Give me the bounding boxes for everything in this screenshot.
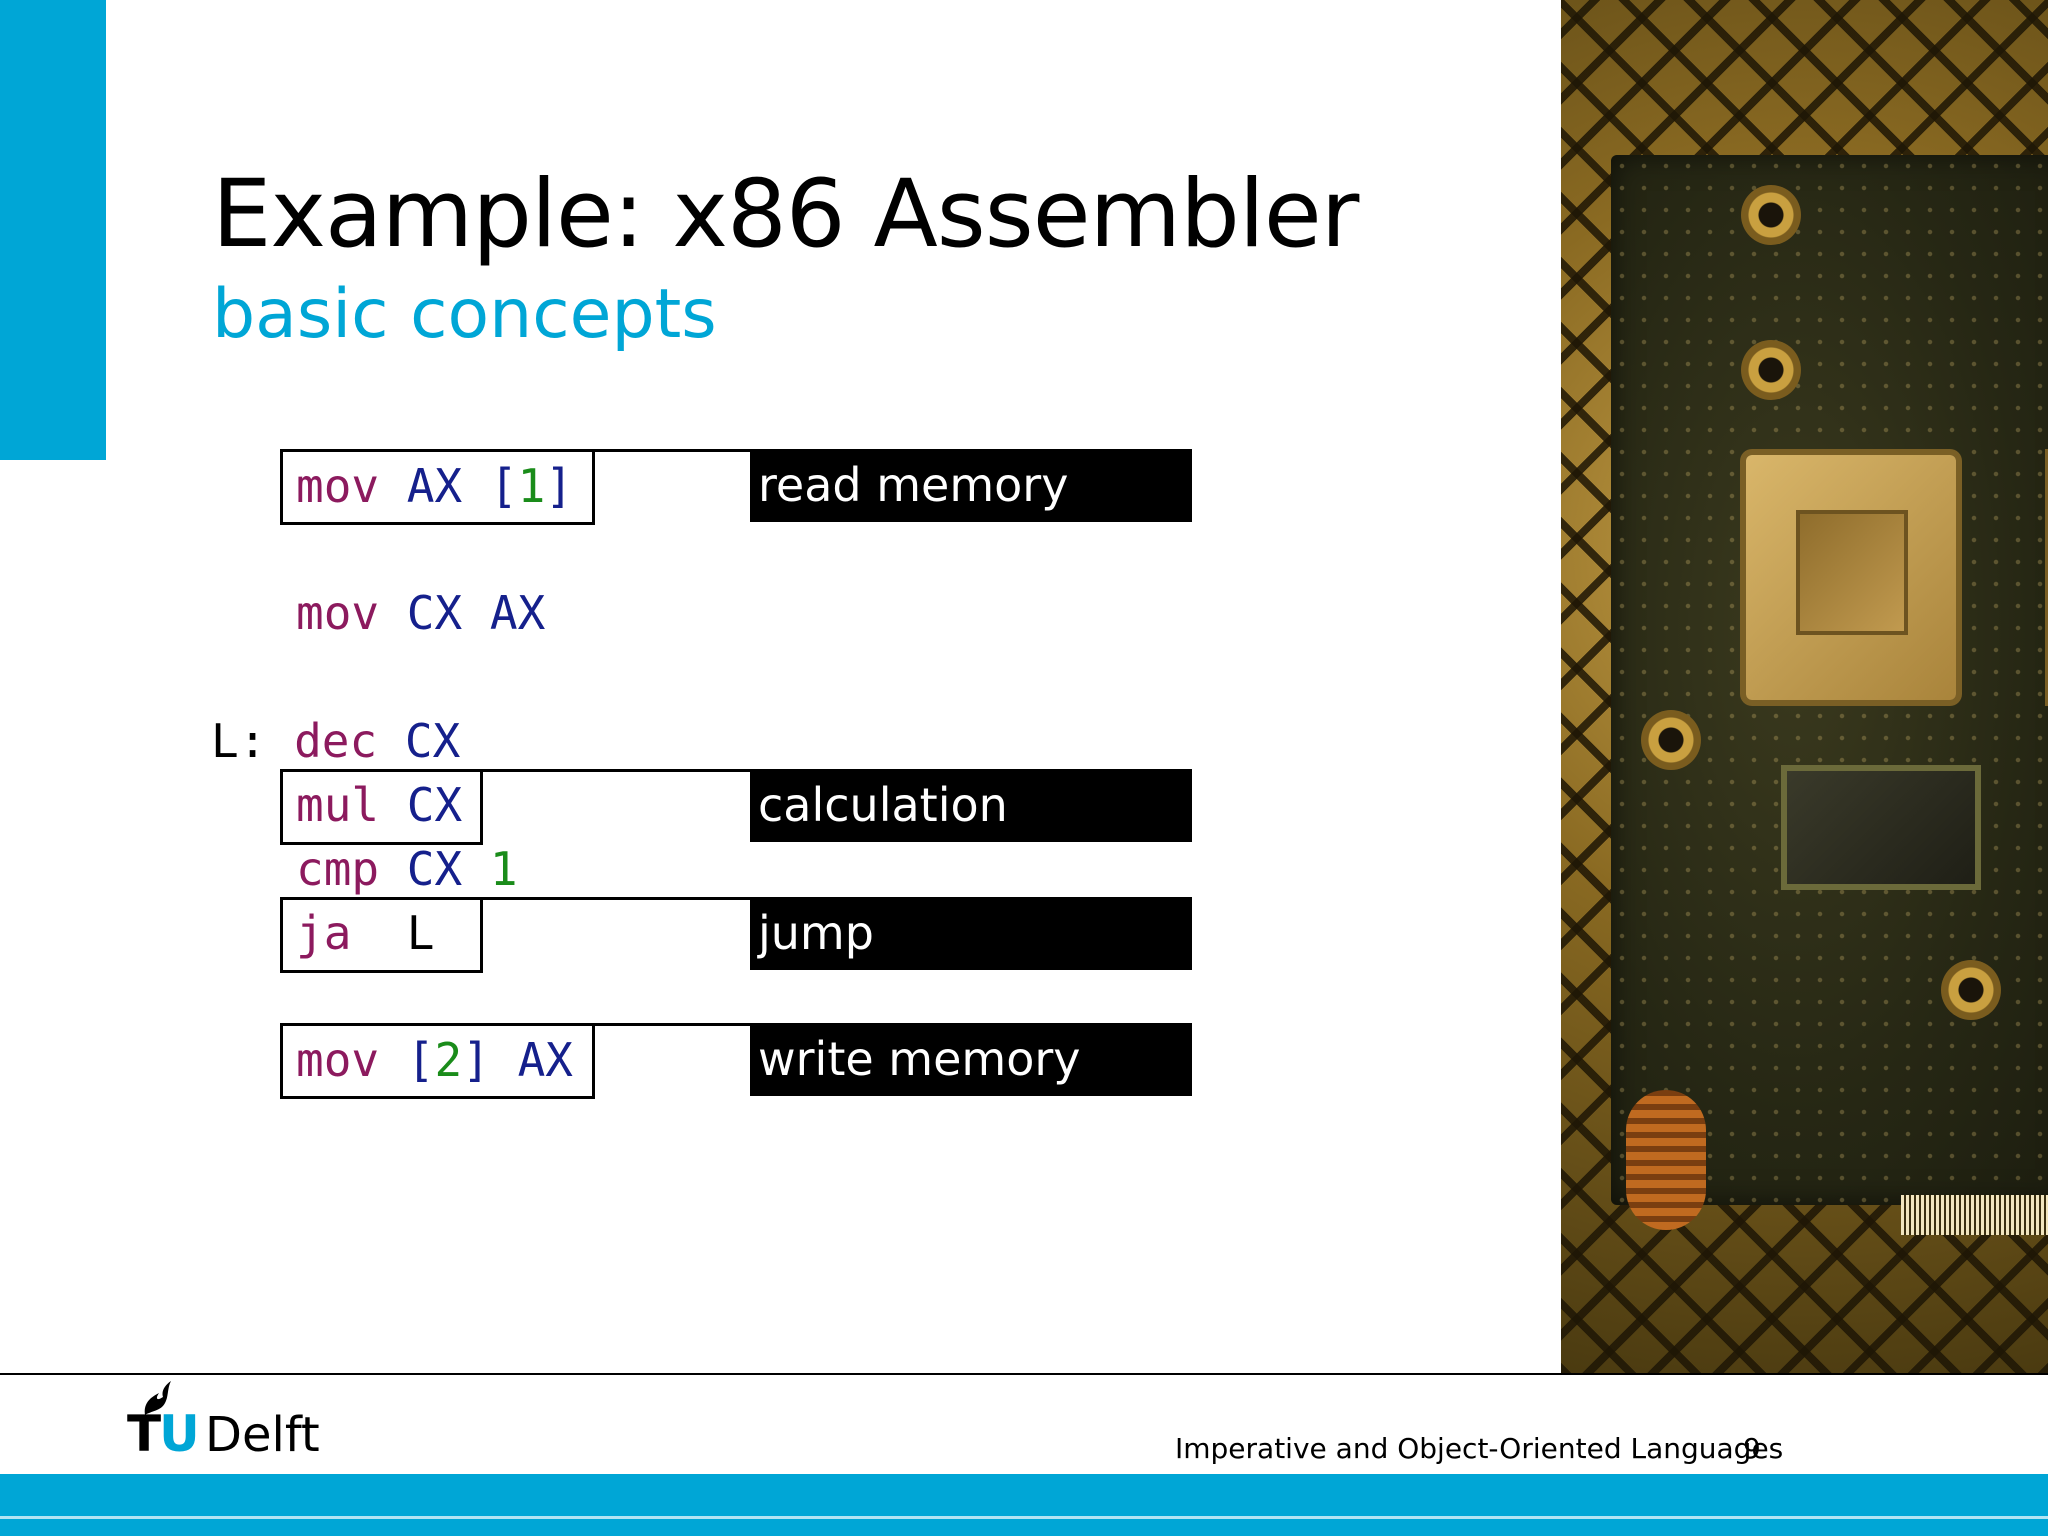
footer-divider (0, 1373, 2048, 1375)
accent-bar (0, 0, 106, 460)
code-line-3: L: dec CX (211, 718, 460, 764)
number: 1 (517, 459, 546, 513)
keyword: mov (296, 586, 380, 640)
annotation-read-memory: read memory (750, 449, 1192, 522)
bracket: [ (489, 459, 518, 513)
annotation-calculation: calculation (750, 769, 1192, 842)
register: CX (406, 842, 463, 896)
mount-hole (1741, 340, 1801, 400)
jump-target: L (406, 906, 435, 960)
number: 1 (489, 842, 518, 896)
inductor-coil (1626, 1090, 1706, 1230)
code-line-4: mul CX (296, 782, 462, 828)
page-number: 9 (1743, 1432, 1761, 1465)
logo-tu: TU (127, 1405, 200, 1463)
slide-subtitle: basic concepts (212, 275, 717, 354)
barcode-label (1901, 1195, 2048, 1235)
slide-title: Example: x86 Assembler (212, 160, 1359, 269)
footer-stripe (0, 1516, 2048, 1519)
board (1611, 155, 2048, 1235)
logo-delft: Delft (205, 1407, 320, 1463)
connector-jump (483, 897, 750, 900)
register: CX (406, 586, 463, 640)
register: CX (406, 778, 463, 832)
number: 2 (434, 1033, 463, 1087)
register: AX (517, 1033, 573, 1087)
highlight-box-read (280, 449, 595, 525)
flame-icon (144, 1381, 171, 1415)
keyword: dec (294, 714, 378, 768)
cpu-die (1796, 510, 1908, 635)
cpu-chip (1746, 455, 1956, 700)
tu-delft-logo: TU Delft (127, 1381, 327, 1465)
highlight-box-calc (280, 769, 483, 845)
bracket: ] (462, 1033, 490, 1087)
keyword: mul (296, 778, 380, 832)
register: AX (489, 586, 546, 640)
mount-hole (1941, 960, 2001, 1020)
code-line-7: mov [2] AX (296, 1037, 573, 1083)
code-line-1: mov AX [1] (296, 463, 573, 509)
register: AX (406, 459, 463, 513)
keyword: ja (296, 906, 352, 960)
keyword: cmp (296, 842, 380, 896)
mount-hole (1741, 185, 1801, 245)
code-line-6: ja L (296, 910, 434, 956)
highlight-box-write (280, 1023, 595, 1099)
circuit-board-photo (1561, 0, 2048, 1374)
bracket: ] (545, 459, 573, 513)
connector-write (595, 1023, 750, 1026)
code-line-5: cmp CX 1 (296, 846, 518, 892)
annotation-jump: jump (750, 897, 1192, 970)
code-line-2: mov CX AX (296, 590, 545, 636)
annotation-write-memory: write memory (750, 1023, 1192, 1096)
footer-accent-bar (0, 1474, 2048, 1536)
keyword: mov (296, 459, 380, 513)
highlight-box-jump (280, 897, 483, 973)
connector-read (595, 449, 750, 452)
keyword: mov (296, 1033, 380, 1087)
mount-hole (1641, 710, 1701, 770)
register: CX (404, 714, 461, 768)
connector-calc (483, 769, 750, 772)
memory-chip (1781, 765, 1981, 890)
loop-label: L: (211, 714, 267, 768)
bracket: [ (406, 1033, 435, 1087)
course-name: Imperative and Object-Oriented Languages (1175, 1432, 1784, 1465)
